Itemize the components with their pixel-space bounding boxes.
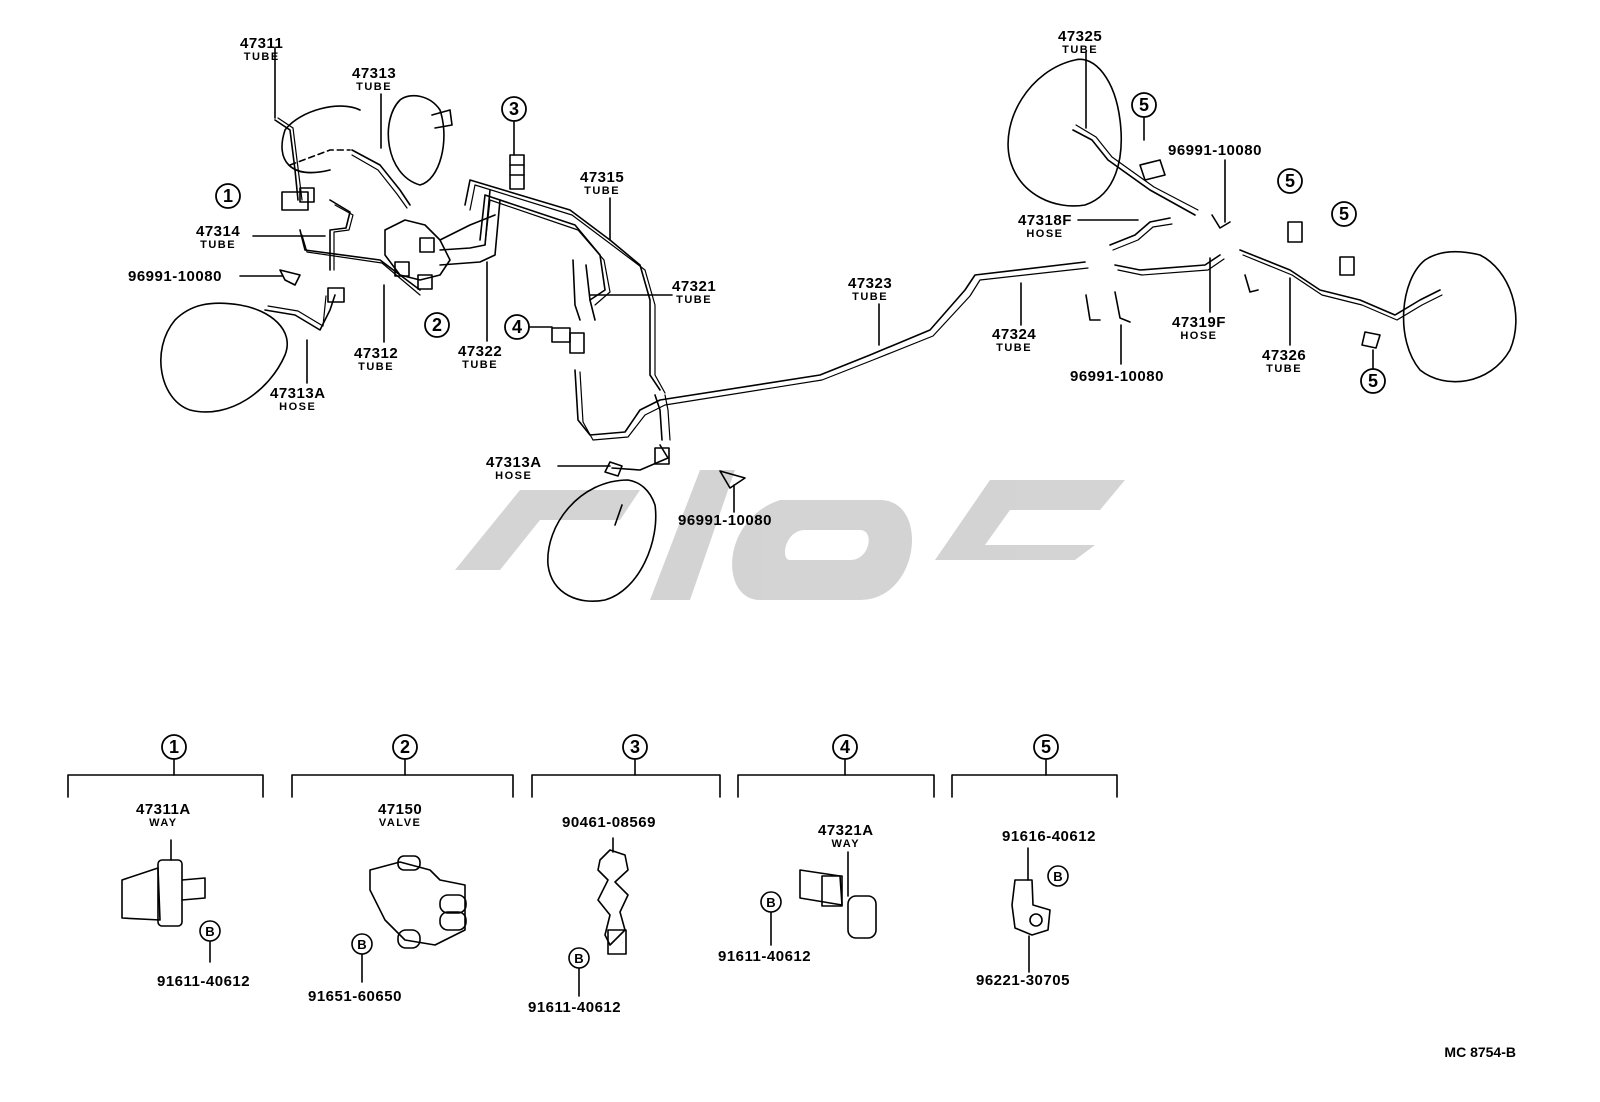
detail-1-bolt-part: 91611-40612 bbox=[157, 973, 251, 990]
bolt-b-icon-1: B bbox=[199, 920, 221, 942]
svg-text:2: 2 bbox=[400, 737, 410, 757]
detail-2-number: 2 bbox=[392, 734, 418, 760]
marker-5c-diagram: 5 bbox=[1331, 201, 1357, 227]
bolt-b-icon-3: B bbox=[568, 947, 590, 969]
detail-5-bracket-part: 96221-30705 bbox=[976, 972, 1070, 989]
marker-3-diagram: 3 bbox=[501, 96, 527, 122]
marker-5a-diagram: 5 bbox=[1131, 92, 1157, 118]
callout-96991-c: 96991-10080 bbox=[1168, 142, 1262, 159]
svg-text:5: 5 bbox=[1339, 204, 1349, 224]
bolt-b-icon-2: B bbox=[351, 933, 373, 955]
detail-5-number: 5 bbox=[1033, 734, 1059, 760]
detail-3-number: 3 bbox=[622, 734, 648, 760]
detail-brackets bbox=[67, 759, 1118, 798]
callout-96991-d: 96991-10080 bbox=[1070, 368, 1164, 385]
svg-text:5: 5 bbox=[1285, 171, 1295, 191]
detail-4-number: 4 bbox=[832, 734, 858, 760]
svg-text:3: 3 bbox=[509, 99, 519, 119]
svg-text:B: B bbox=[574, 951, 583, 966]
drawing-code: MC 8754-B bbox=[1444, 1044, 1516, 1060]
rear-brake-area bbox=[1007, 51, 1517, 383]
detail-part-drawings bbox=[121, 837, 1051, 997]
marker-2-diagram: 2 bbox=[424, 312, 450, 338]
svg-text:5: 5 bbox=[1139, 95, 1149, 115]
bolt-b-icon-5: B bbox=[1047, 865, 1069, 887]
callout-96991-a: 96991-10080 bbox=[128, 268, 222, 285]
detail-3-bolt-part: 91611-40612 bbox=[528, 999, 622, 1016]
center-tube-bundle bbox=[464, 121, 1089, 602]
svg-text:1: 1 bbox=[169, 737, 179, 757]
detail-1-number: 1 bbox=[161, 734, 187, 760]
svg-text:5: 5 bbox=[1368, 371, 1378, 391]
marker-4-diagram: 4 bbox=[504, 314, 530, 340]
detail-5-name: 91616-40612 bbox=[1002, 828, 1096, 845]
bolt-b-icon-4: B bbox=[760, 891, 782, 913]
marker-5b-diagram: 5 bbox=[1277, 168, 1303, 194]
svg-text:2: 2 bbox=[432, 315, 442, 335]
detail-2-bolt-part: 91651-60650 bbox=[308, 988, 402, 1005]
svg-text:4: 4 bbox=[840, 737, 850, 757]
marker-5d-diagram: 5 bbox=[1360, 368, 1386, 394]
svg-text:B: B bbox=[766, 895, 775, 910]
callout-96991-b: 96991-10080 bbox=[678, 512, 772, 529]
svg-text:B: B bbox=[357, 937, 366, 952]
svg-text:1: 1 bbox=[223, 186, 233, 206]
watermark-logo bbox=[455, 470, 1125, 600]
svg-text:B: B bbox=[205, 924, 214, 939]
svg-text:5: 5 bbox=[1041, 737, 1051, 757]
detail-4-bolt-part: 91611-40612 bbox=[718, 948, 812, 965]
svg-text:4: 4 bbox=[512, 317, 522, 337]
marker-1-diagram: 1 bbox=[215, 183, 241, 209]
svg-text:B: B bbox=[1053, 869, 1062, 884]
detail-3-name: 90461-08569 bbox=[562, 814, 656, 831]
svg-text:3: 3 bbox=[630, 737, 640, 757]
front-left-brake-area bbox=[160, 47, 501, 413]
